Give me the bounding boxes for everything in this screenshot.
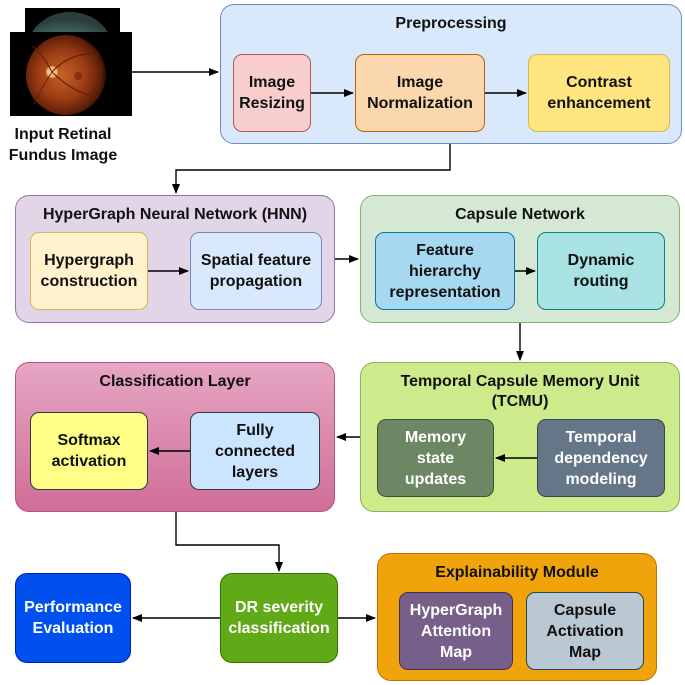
hnn-title: HyperGraph Neural Network (HNN) [42, 206, 308, 223]
hypergraph-attention-map-label: HyperGraph Attention Map [409, 601, 503, 661]
spatial-feature-propagation-box: Spatial feature propagation [190, 232, 322, 310]
softmax-activation-label: Softmax activation [51, 432, 127, 470]
contrast-enhancement-box: Contrast enhancement [528, 54, 670, 132]
feature-hierarchy-box: Feature hierarchy representation [375, 232, 515, 310]
fundus-image-front [10, 32, 132, 116]
feature-hierarchy-label: Feature hierarchy representation [389, 241, 501, 301]
image-resizing-box: Image Resizing [233, 54, 311, 132]
capsule-title: Capsule Network [455, 206, 585, 223]
input-label: Input Retinal Fundus Image [8, 126, 118, 164]
hypergraph-construction-box: Hypergraph construction [30, 232, 148, 310]
temporal-dependency-label: Temporal dependency modeling [554, 428, 648, 488]
memory-state-updates-label: Memory state updates [404, 428, 467, 488]
hypergraph-construction-label: Hypergraph construction [40, 252, 138, 290]
fully-connected-layers-label: Fully connected layers [214, 421, 295, 481]
capsule-activation-map-box: Capsule Activation Map [526, 592, 644, 670]
performance-evaluation-box: Performance Evaluation [15, 573, 131, 663]
explainability-title: Explainability Module [435, 564, 599, 581]
memory-state-updates-box: Memory state updates [377, 419, 494, 497]
arrow-preprocessing-to-hnn [172, 144, 451, 194]
hypergraph-attention-map-box: HyperGraph Attention Map [399, 592, 513, 670]
arrow-classification-to-dr [175, 512, 283, 572]
preprocessing-title: Preprocessing [395, 15, 507, 32]
dynamic-routing-box: Dynamic routing [537, 232, 665, 310]
dr-severity-box: DR severity classification [220, 573, 338, 663]
performance-evaluation-label: Performance Evaluation [24, 599, 122, 637]
softmax-activation-box: Softmax activation [30, 412, 148, 490]
dr-severity-label: DR severity classification [228, 599, 330, 637]
tcmu-title: Temporal Capsule Memory Unit (TCMU) [400, 373, 640, 410]
classification-title: Classification Layer [99, 373, 251, 390]
capsule-activation-map-label: Capsule Activation Map [546, 601, 624, 661]
image-normalization-box: Image Normalization [355, 54, 485, 132]
fully-connected-layers-box: Fully connected layers [190, 412, 320, 490]
contrast-enhancement-label: Contrast enhancement [547, 74, 651, 112]
dynamic-routing-label: Dynamic routing [567, 252, 635, 290]
spatial-feature-propagation-label: Spatial feature propagation [200, 252, 312, 290]
image-normalization-label: Image Normalization [367, 74, 473, 112]
temporal-dependency-box: Temporal dependency modeling [537, 419, 665, 497]
image-resizing-label: Image Resizing [239, 74, 305, 112]
